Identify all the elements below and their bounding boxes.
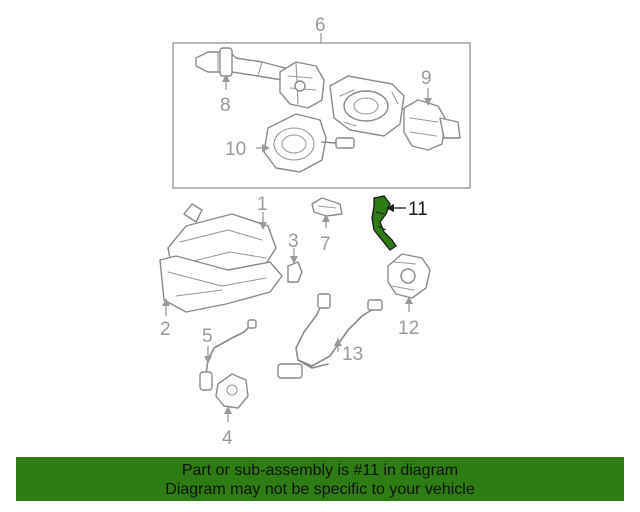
parts-diagram: 6 8 9 10 (159, 15, 471, 449)
part-13-harness[interactable]: 13 (277, 293, 383, 379)
part-3-clip[interactable]: 3 (287, 231, 303, 283)
combination-switch-assembly-group: 6 (172, 15, 471, 189)
callout-4: 4 (222, 428, 233, 449)
banner-line-1: Part or sub-assembly is #11 in diagram (181, 462, 459, 479)
callout-11: 11 (408, 199, 428, 220)
callout-8: 8 (220, 95, 231, 116)
banner-line-2: Diagram may not be specific to your vehi… (165, 481, 475, 498)
part-7-bracket[interactable]: 7 (311, 197, 343, 255)
callout-1: 1 (257, 194, 268, 215)
callout-9: 9 (421, 68, 432, 89)
part-9-wiper-switch[interactable]: 9 (403, 68, 461, 151)
switch-body-left (279, 61, 325, 109)
part-12-switch[interactable]: 12 (387, 253, 431, 339)
callout-2: 2 (160, 319, 171, 340)
callout-13: 13 (342, 344, 363, 365)
callout-10: 10 (225, 139, 246, 160)
part-info-banner: Part or sub-assembly is #11 in diagram D… (16, 457, 624, 501)
part-5-sensor-cable[interactable]: 5 (199, 319, 257, 391)
part-2-lower-column-cover[interactable]: 2 (159, 255, 283, 340)
callout-3: 3 (288, 231, 299, 252)
part-11-highlighted[interactable]: 11 (371, 195, 428, 251)
part-4-actuator[interactable]: 4 (215, 373, 249, 449)
part-10-clock-spring[interactable]: 10 (225, 113, 355, 173)
callout-12: 12 (398, 318, 419, 339)
callout-6: 6 (315, 15, 326, 36)
switch-center-housing (329, 75, 405, 137)
callout-5: 5 (202, 326, 213, 347)
part-8-turn-signal-stalk[interactable]: 8 (195, 47, 286, 116)
callout-7: 7 (320, 234, 331, 255)
